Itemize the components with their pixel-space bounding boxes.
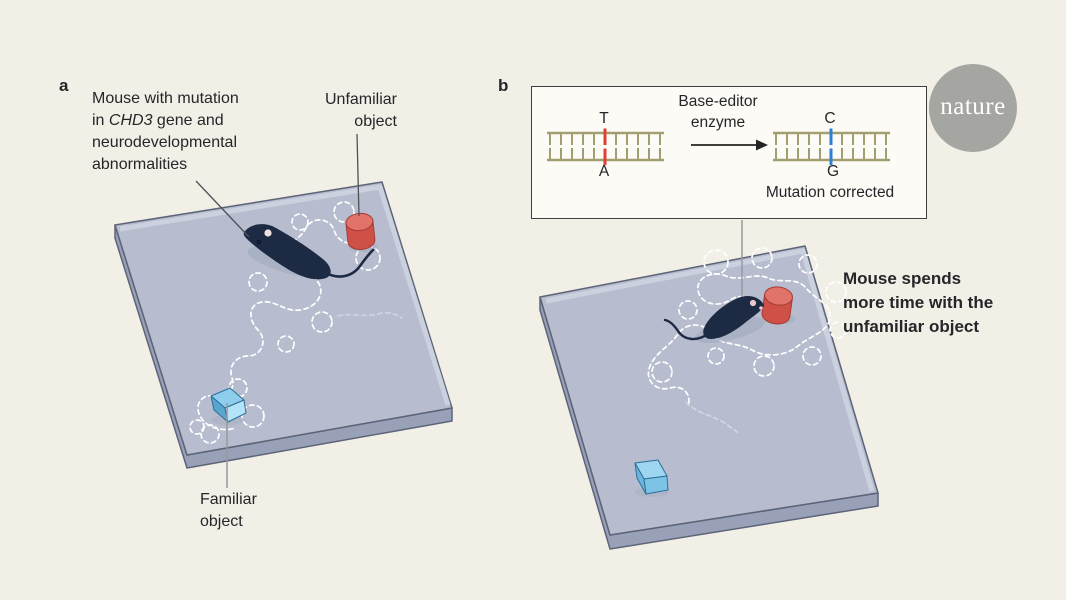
unfamiliar-object-cylinder-b [761,286,793,325]
platform-a-top [114,181,453,456]
familiar-object-cube-a [210,387,247,423]
base-editor-box [531,86,927,219]
base-letter-C: C [824,110,836,127]
dna-ladder-after [773,128,890,165]
arena-platform-a [114,181,453,469]
panel-a-letter: a [59,76,69,95]
mouse-mutation-label: Mouse with mutation in CHD3 gene and neu… [92,88,297,176]
familiar-object-label: Familiar object [200,491,257,530]
mouse-mutation-label-pre: Mouse with mutation in [92,90,239,129]
nature-logo: nature [929,64,1017,152]
base-letter-G: G [826,163,840,180]
base-letter-A: A [598,163,610,180]
reaction-arrow-icon [691,139,768,151]
unfamiliar-object-label: Unfamiliar object [324,91,397,130]
familiar-object-cube-b [634,459,669,495]
mouse-trail-b [647,247,847,433]
unfamiliar-object-leader-line-a [356,133,360,217]
platform-b-rim [545,248,875,492]
mouse-a-icon [243,224,375,280]
nature-logo-text: nature [940,93,1006,120]
result-note: Mouse spends more time with the unfamili… [843,269,994,336]
arena-platform-b [539,245,879,550]
gene-name: CHD3 [108,112,153,129]
platform-a-rim [119,184,451,406]
platform-b-top [539,245,879,536]
dna-ladder-before [547,128,664,165]
mouse-mutation-label-post: gene and neurodevelopmental abnormalitie… [92,112,237,173]
mouse-label-leader-line [195,180,250,238]
mouse-b-icon [663,296,764,341]
panel-b-letter: b [498,76,509,95]
base-editor-enzyme-label: Base-editor enzyme [678,93,758,131]
unfamiliar-object-cylinder-a [345,212,376,250]
base-letter-T: T [599,110,609,127]
mutation-corrected-label: Mutation corrected [765,184,895,201]
